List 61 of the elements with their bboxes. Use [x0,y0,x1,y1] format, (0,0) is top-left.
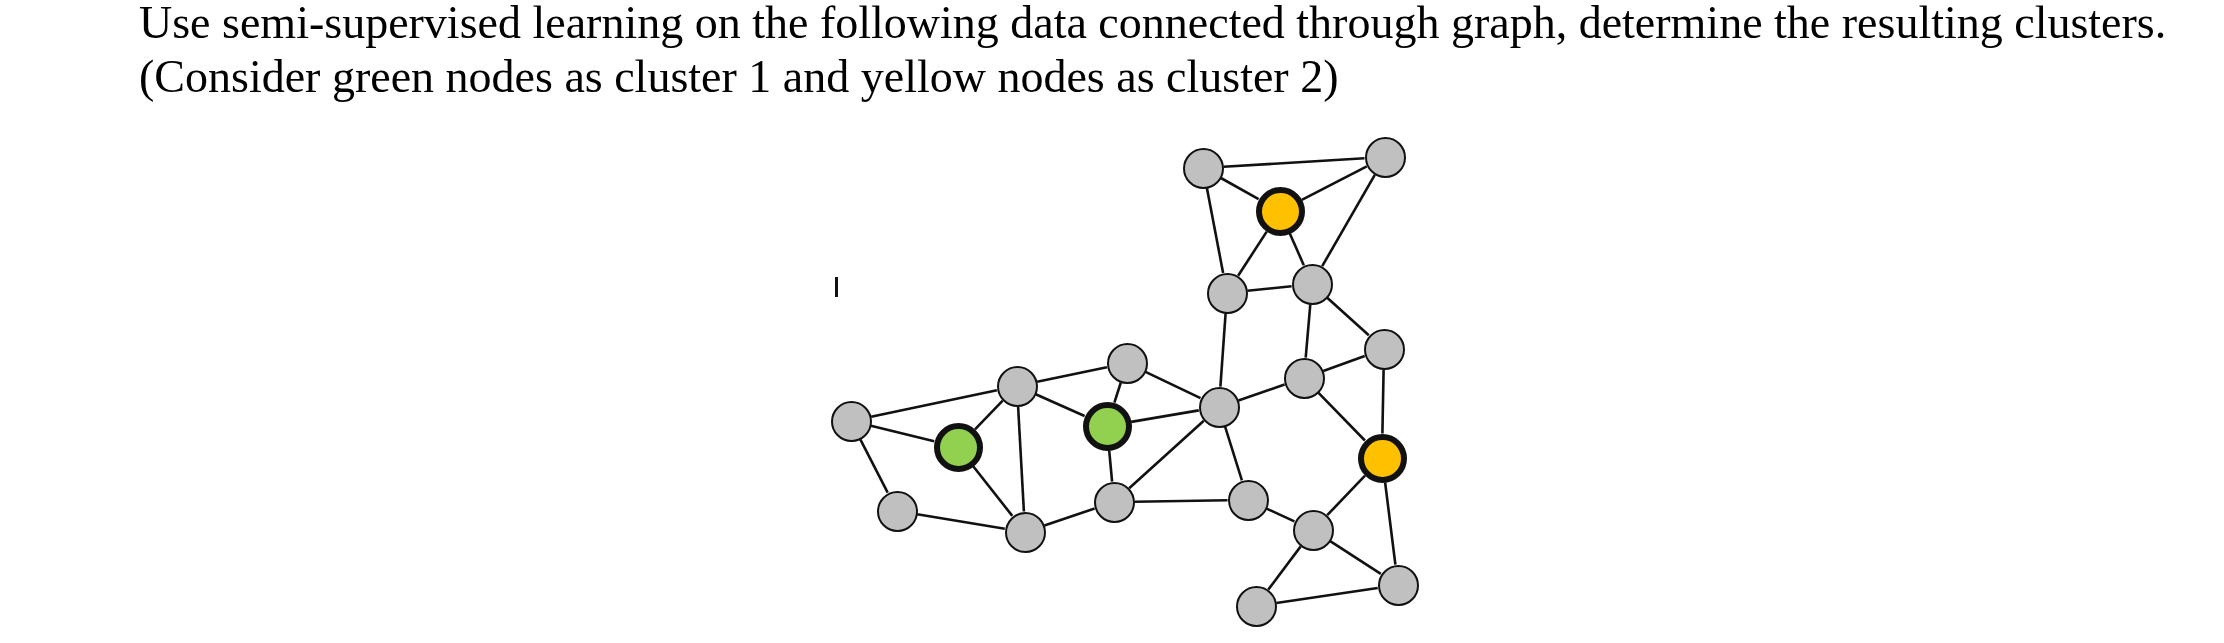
graph-edge [1223,156,1365,169]
graph-node [1106,342,1148,384]
graph-edge [1237,383,1286,402]
graph-edge [1016,406,1026,512]
graph-edge [1301,165,1368,201]
graph-node [933,422,983,472]
graph-edge [1383,482,1397,565]
graph-node [1291,263,1333,305]
graph-edge [1288,232,1305,266]
graph-edge [1113,382,1123,403]
graph-edge [1321,174,1376,267]
graph-edge [1220,176,1260,201]
graph-node [1198,386,1240,428]
graph-node [1235,585,1277,627]
graph-node [1004,511,1046,553]
graph-edge [1304,304,1312,358]
graph-edge [1131,409,1199,424]
graph-edge [1322,354,1366,373]
graph-node [1363,328,1405,370]
graph-node [1377,564,1419,606]
graph-edge [859,438,889,494]
graph-edge [1144,370,1202,400]
graph-node [1082,401,1132,451]
graph-node [996,365,1038,407]
graph-node [1227,479,1269,521]
graph-node [830,400,872,442]
graph-edge [1044,507,1095,527]
graph-node [1206,272,1248,314]
graph-edge [972,465,1014,517]
graph-edge [1205,187,1225,274]
graph-edge [1381,369,1385,434]
graph-edge [1223,426,1244,481]
graph-edge [917,513,1005,530]
graph-edge [1276,586,1378,605]
graph-edge [1134,499,1228,503]
question-text: Use semi-supervised learning on the following data connected through graph, determine the resulting clusters. [139,0,2167,46]
graph-edge [1237,230,1268,277]
graph-edge [870,424,935,443]
graph-node [1292,509,1334,551]
graph-edge [1247,284,1292,293]
graph-edge [870,388,998,419]
graph-edge [1128,419,1205,490]
graph-node [1357,433,1407,483]
graph-node [1364,136,1406,178]
graph-edge [1326,474,1366,517]
graph-edge [1267,545,1302,591]
graph-node [876,490,918,532]
graph-edge [1329,540,1382,575]
graph-edge [974,399,1004,431]
instruction-text: (Consider green nodes as cluster 1 and yellow nodes as cluster 2) [139,54,1339,100]
graph-edge [1266,507,1295,523]
graph-edge [1326,296,1370,337]
graph-node [1093,481,1135,523]
graph-edge [1035,393,1086,418]
graph-edge [1219,313,1227,387]
graph-node [1283,357,1325,399]
graph-edge [1036,365,1108,384]
graph-edge [1107,450,1114,482]
graph-node [1255,186,1305,236]
graph-node [1182,147,1224,189]
graph-edge [1317,391,1366,442]
